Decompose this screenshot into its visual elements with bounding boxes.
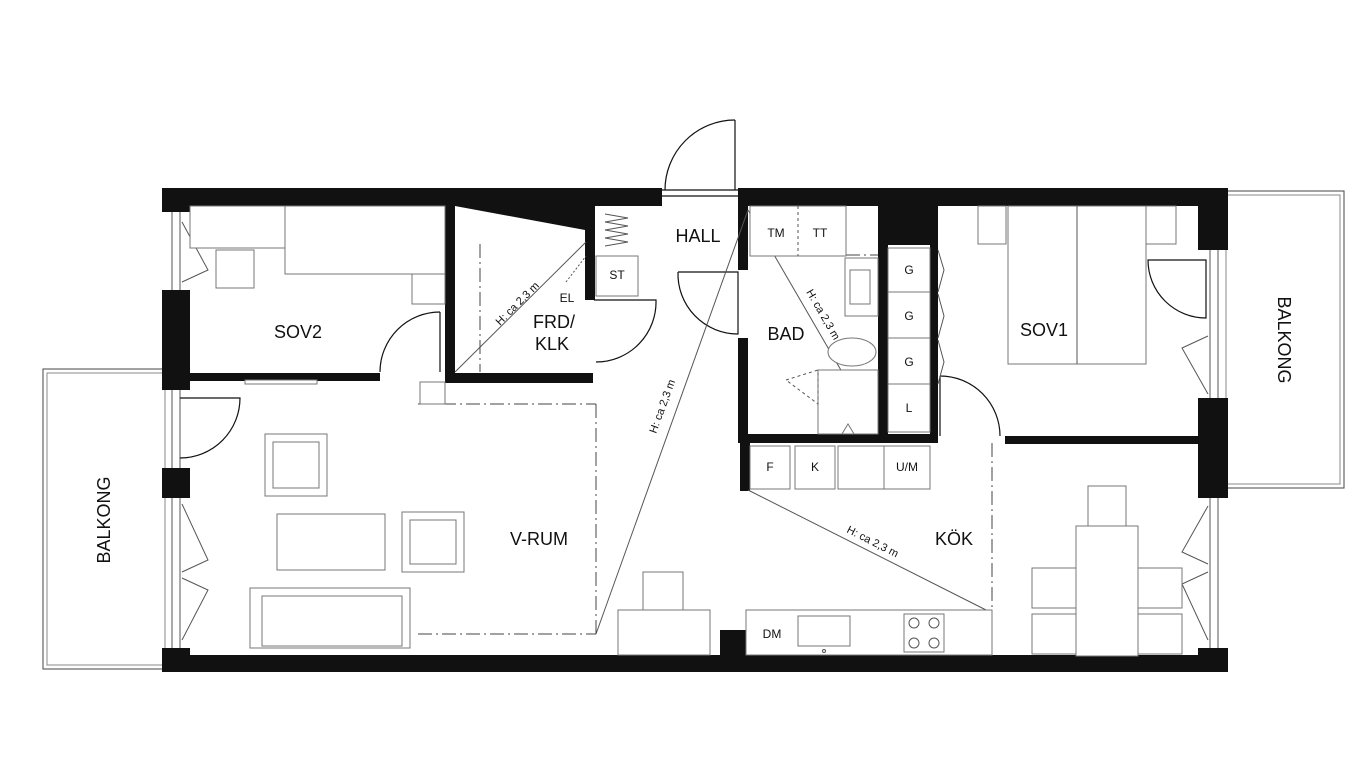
doors xyxy=(179,259,1207,459)
fixture-label-tm: TM xyxy=(767,226,784,240)
vrum-furniture xyxy=(249,381,711,656)
fixture-label-l: L xyxy=(906,401,913,415)
frd-klk-fixtures xyxy=(565,213,639,297)
fixture-label-st: ST xyxy=(609,268,625,282)
balcony-label-left: BALKONG xyxy=(94,476,114,563)
windows xyxy=(171,212,1219,648)
room-label-vrum: V-RUM xyxy=(510,529,568,549)
fixture-label-el: EL xyxy=(560,291,575,305)
balcony-label-right: BALKONG xyxy=(1274,296,1294,383)
fixture-label-g3: G xyxy=(904,355,913,369)
fixture-label-g1: G xyxy=(904,263,913,277)
fixture-label-dm: DM xyxy=(763,627,782,641)
sov1-furniture xyxy=(977,205,1177,365)
balcony-left xyxy=(42,368,166,670)
fixture-label-g2: G xyxy=(904,309,913,323)
fixture-label-tt: TT xyxy=(813,226,828,240)
room-label-klk: KLK xyxy=(535,334,569,354)
room-label-sov2: SOV2 xyxy=(274,322,322,342)
dining-set xyxy=(1031,485,1183,657)
room-label-kok: KÖK xyxy=(935,529,973,549)
ceiling-height-hall: H: ca 2,3 m xyxy=(648,378,679,435)
entrance-door[interactable] xyxy=(662,119,738,197)
room-label-frd: FRD/ xyxy=(533,312,575,332)
interior-walls xyxy=(190,204,1200,491)
fixture-label-k: K xyxy=(811,460,819,474)
room-label-bad: BAD xyxy=(767,324,804,344)
laundry-column xyxy=(887,247,945,433)
ceiling-height-kok: H: ca 2,3 m xyxy=(845,524,901,560)
sov2-furniture xyxy=(189,205,446,385)
balcony-right xyxy=(1225,190,1345,489)
room-label-sov1: SOV1 xyxy=(1020,320,1068,340)
exterior-walls xyxy=(162,188,1228,672)
kitchen-fixtures xyxy=(745,445,993,656)
room-label-hall: HALL xyxy=(675,226,720,246)
bad-fixtures xyxy=(749,205,879,435)
fixture-label-um: U/M xyxy=(896,460,918,474)
fixture-label-f: F xyxy=(766,460,773,474)
